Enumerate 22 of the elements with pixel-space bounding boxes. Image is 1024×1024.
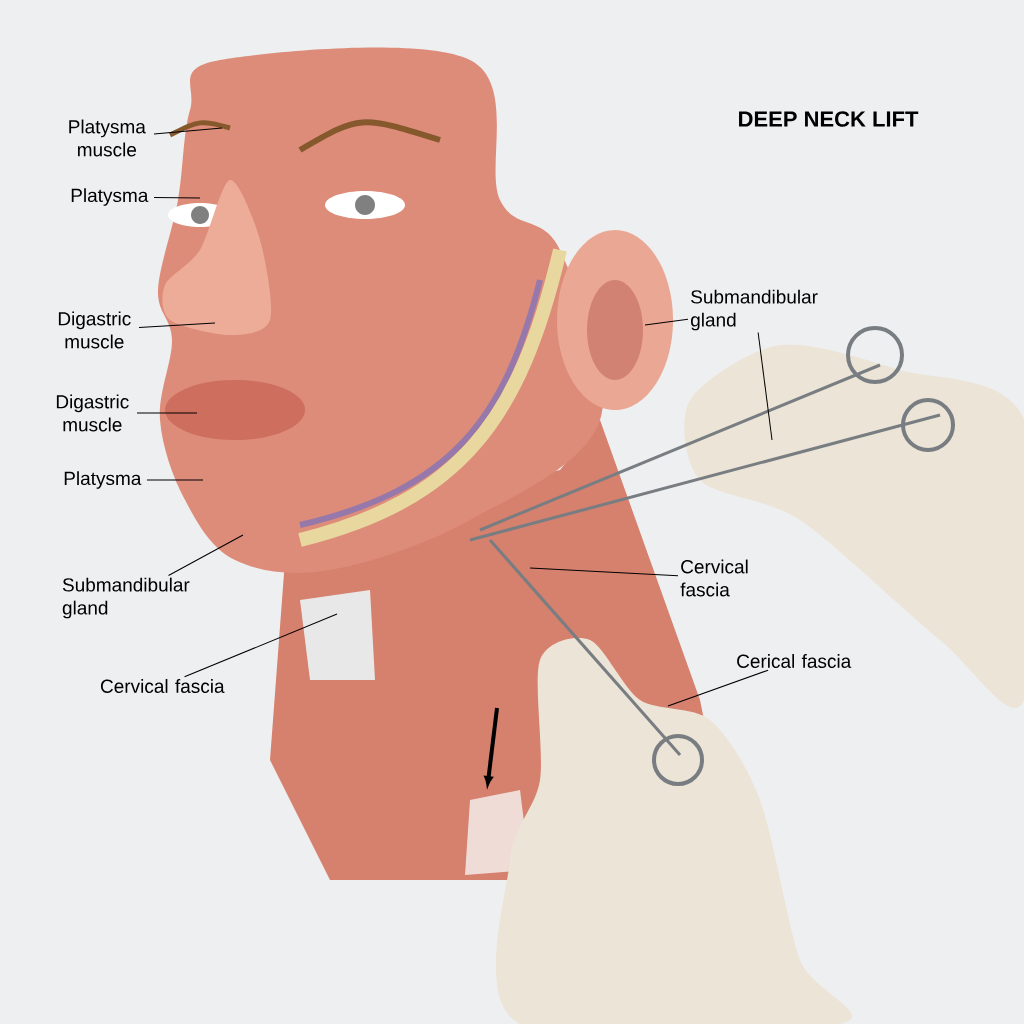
label: Cervical fascia	[100, 679, 225, 693]
label: Platysma	[64, 471, 142, 489]
label: Cerical fascia	[737, 654, 852, 668]
leader-line	[184, 613, 338, 678]
label: Cervical fascia	[680, 559, 748, 597]
label: Submandibular gland	[62, 577, 190, 619]
label: Submandibular gland	[691, 289, 818, 331]
label: Platysma muscle	[69, 119, 146, 157]
leader-line	[667, 669, 769, 707]
leader-line	[644, 318, 689, 326]
leader-line	[529, 567, 679, 577]
leader-line	[146, 479, 204, 481]
title: DEEP NECK LIFT	[739, 111, 919, 127]
leader-line	[138, 322, 216, 328]
label: Digastric muscle	[56, 394, 129, 432]
leader-line	[168, 534, 244, 576]
leader-line	[153, 127, 223, 135]
leader-line	[153, 197, 201, 199]
leader-line	[136, 412, 198, 414]
label: Platysma	[71, 188, 149, 206]
label: Digastric muscle	[58, 311, 131, 349]
leader-line	[757, 332, 773, 441]
